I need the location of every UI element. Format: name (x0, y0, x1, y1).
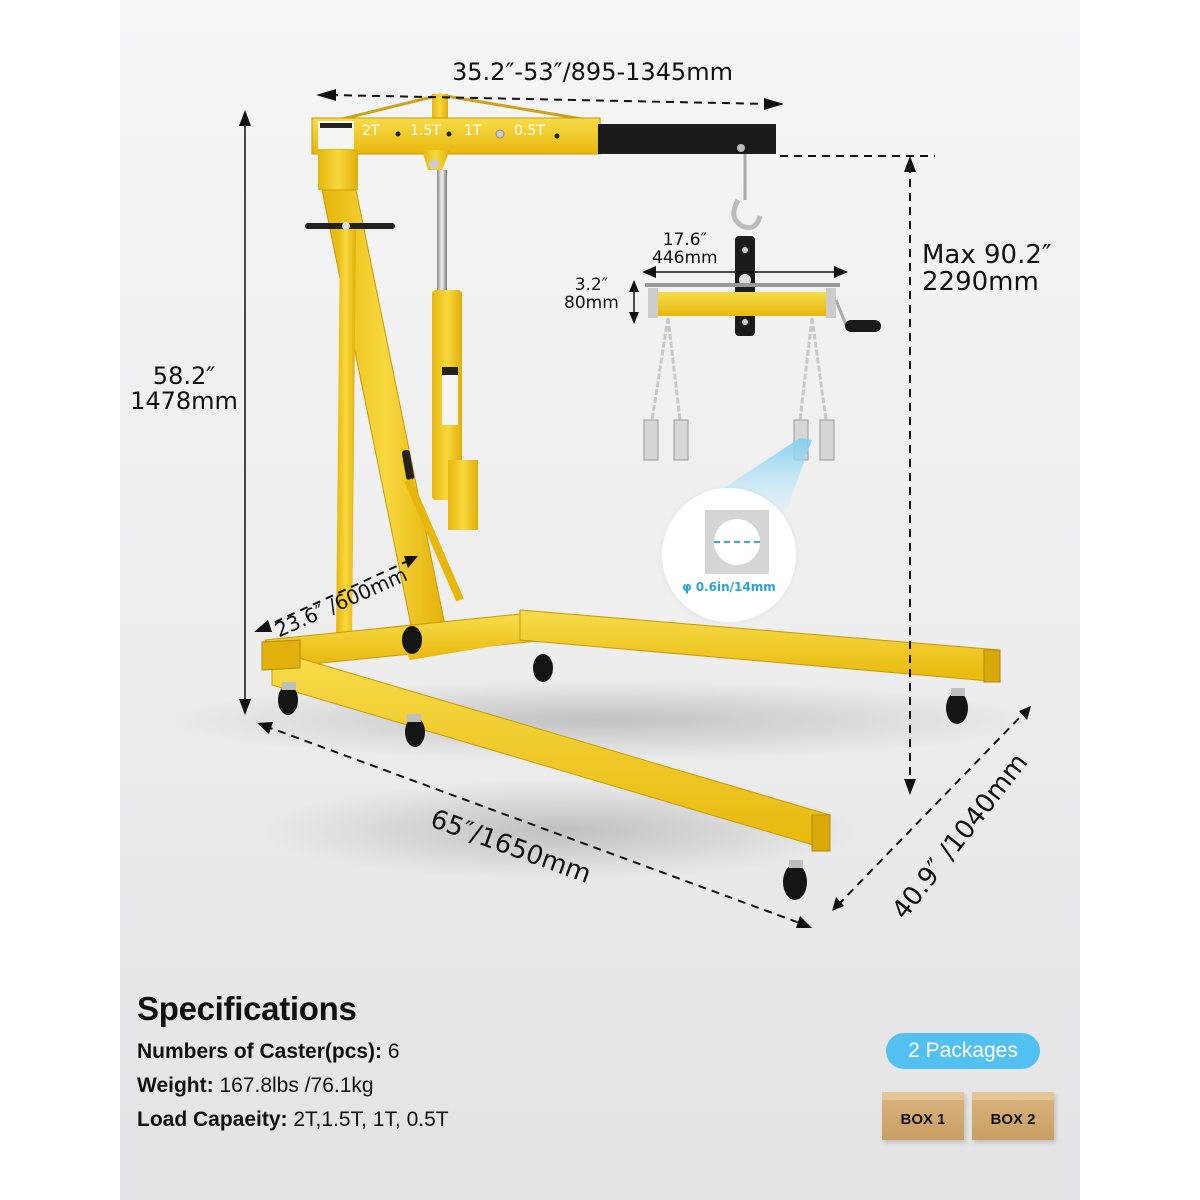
spec-value: 6 (387, 1040, 400, 1063)
hole-circle-icon (714, 519, 760, 565)
frame-height-label: 58.2″ 1478mm (125, 362, 243, 416)
hole-diameter-label: φ 0.6in/14mm (682, 580, 776, 594)
hole-detail-callout: φ 0.6in/14mm (662, 488, 796, 622)
leveler-height-label: 3.2″ 80mm (564, 275, 619, 313)
box-1-icon: BOX 1 (882, 1092, 964, 1140)
leveler-height-mm: 80mm (564, 292, 619, 313)
boom-width-label: 35.2″-53″/895-1345mm (452, 58, 733, 86)
max-height-mm: 2290mm (922, 267, 1039, 298)
spec-label: Load Capaeity: (137, 1108, 288, 1131)
frame-height-in: 58.2″ (152, 362, 216, 390)
max-height-in: Max 90.2″ (922, 240, 1052, 270)
specifications-section: Specifications Numbers of Caster(pcs): 6… (137, 990, 449, 1142)
specifications-title: Specifications (137, 990, 357, 1027)
boom-label-1t: 1T (464, 123, 482, 139)
boom-label-0-5t: 0.5T (514, 123, 545, 139)
product-panel (120, 0, 1080, 1200)
max-height-label: Max 90.2″ 2290mm (922, 240, 1052, 298)
spec-row-casters: Numbers of Caster(pcs): 6 (137, 1040, 449, 1064)
leveler-length-in: 17.6″ (662, 230, 707, 250)
diameter-line (714, 541, 760, 543)
spec-label: Weight: (137, 1074, 214, 1097)
boom-label-2t: 2T (362, 123, 380, 139)
leveler-height-in: 3.2″ (574, 275, 609, 295)
leveler-length-label: 17.6″ 446mm (652, 230, 718, 268)
spec-row-weight: Weight: 167.8lbs /76.1kg (137, 1074, 449, 1098)
spec-row-load-capacity: Load Capaeity: 2T,1.5T, 1T, 0.5T (137, 1108, 449, 1132)
frame-height-mm: 1478mm (130, 387, 238, 416)
packages-badge: 2 Packages (886, 1033, 1040, 1069)
hole-plate-icon (705, 510, 769, 574)
boom-label-1-5t: 1.5T (410, 123, 441, 139)
spec-label: Numbers of Caster(pcs): (137, 1040, 383, 1063)
leveler-length-mm: 446mm (652, 247, 718, 268)
spec-value: 2T,1.5T, 1T, 0.5T (293, 1108, 449, 1131)
box-2-icon: BOX 2 (972, 1092, 1054, 1140)
spec-value: 167.8lbs /76.1kg (219, 1074, 374, 1097)
